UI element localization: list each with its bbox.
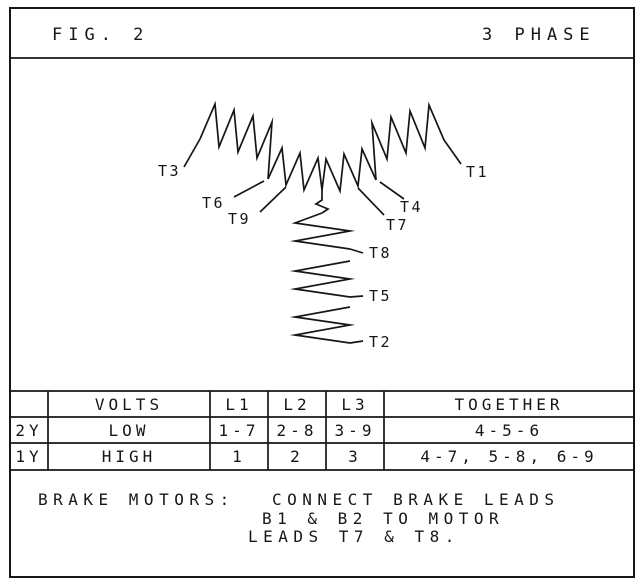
- table-row-low-voltage: 2Y LOW 1-7 2-8 3-9 4-5-6: [15, 421, 543, 440]
- terminal-label-t2: T2: [369, 333, 392, 351]
- terminal-label-t7: T7: [386, 216, 409, 234]
- cell-volts: LOW: [109, 421, 150, 440]
- right-inner-coil: [321, 145, 377, 195]
- terminal-label-t8: T8: [369, 244, 392, 262]
- brake-note-line2: B1 & B2 TO MOTOR: [262, 509, 504, 528]
- cell-l1: 1-7: [219, 421, 260, 440]
- cell-l2: 2: [290, 447, 304, 466]
- t9-lead-line: [259, 186, 287, 213]
- terminal-label-t6: T6: [202, 194, 225, 212]
- brake-note: BRAKE MOTORS: CONNECT BRAKE LEADS B1 & B…: [38, 490, 560, 546]
- cell-l2: 2-8: [277, 421, 318, 440]
- terminal-label-t9: T9: [228, 210, 251, 228]
- brake-note-line1: CONNECT BRAKE LEADS: [272, 490, 560, 509]
- connection-table: VOLTS L1 L2 L3 TOGETHER 2Y LOW 1-7 2-8 3…: [10, 390, 634, 471]
- cell-config: 1Y: [15, 447, 42, 466]
- terminal-label-t5: T5: [369, 287, 392, 305]
- bottom-outer-coil: [289, 306, 356, 344]
- outer-border: [9, 7, 635, 578]
- bottom-inner-coil: [289, 212, 356, 250]
- col-header-l3: L3: [341, 395, 368, 414]
- star-junction-stem: [314, 190, 330, 214]
- t8-lead-line: [349, 248, 364, 254]
- cell-l3: 3-9: [335, 421, 376, 440]
- terminal-label-t3: T3: [158, 162, 181, 180]
- cell-l3: 3: [348, 447, 362, 466]
- cell-together: 4-7, 5-8, 6-9: [420, 447, 597, 466]
- right-outer-coil: [370, 101, 445, 181]
- phase-label: 3 PHASE: [482, 25, 596, 45]
- col-header-l2: L2: [283, 395, 310, 414]
- left-inner-coil: [267, 144, 323, 194]
- t7-lead-line: [357, 187, 385, 216]
- wye-winding-diagram: T3 T6 T9 T1 T4 T7 T8 T5 T2: [158, 100, 489, 351]
- terminal-label-t1: T1: [466, 163, 489, 181]
- brake-note-line3: LEADS T7 & T8.: [248, 527, 460, 546]
- table-row-high-voltage: 1Y HIGH 1 2 3 4-7, 5-8, 6-9: [15, 447, 597, 466]
- col-header-l1: L1: [225, 395, 252, 414]
- cell-volts: HIGH: [102, 447, 157, 466]
- t2-lead-line: [349, 340, 364, 344]
- left-outer-coil: [199, 100, 274, 180]
- cell-l1: 1: [232, 447, 246, 466]
- t6-lead-line: [233, 180, 265, 198]
- cell-together: 4-5-6: [475, 421, 543, 440]
- t4-lead-line: [379, 181, 405, 200]
- bottom-middle-coil: [289, 260, 356, 298]
- t1-lead-line: [443, 139, 462, 165]
- col-header-together: TOGETHER: [454, 395, 563, 414]
- brake-note-label: BRAKE MOTORS:: [38, 490, 235, 509]
- col-header-volts: VOLTS: [95, 395, 163, 414]
- t5-lead-line: [349, 295, 364, 298]
- t3-lead-line: [183, 138, 201, 168]
- terminal-label-t4: T4: [400, 198, 423, 216]
- cell-config: 2Y: [15, 421, 42, 440]
- figure-label: FIG. 2: [52, 25, 149, 45]
